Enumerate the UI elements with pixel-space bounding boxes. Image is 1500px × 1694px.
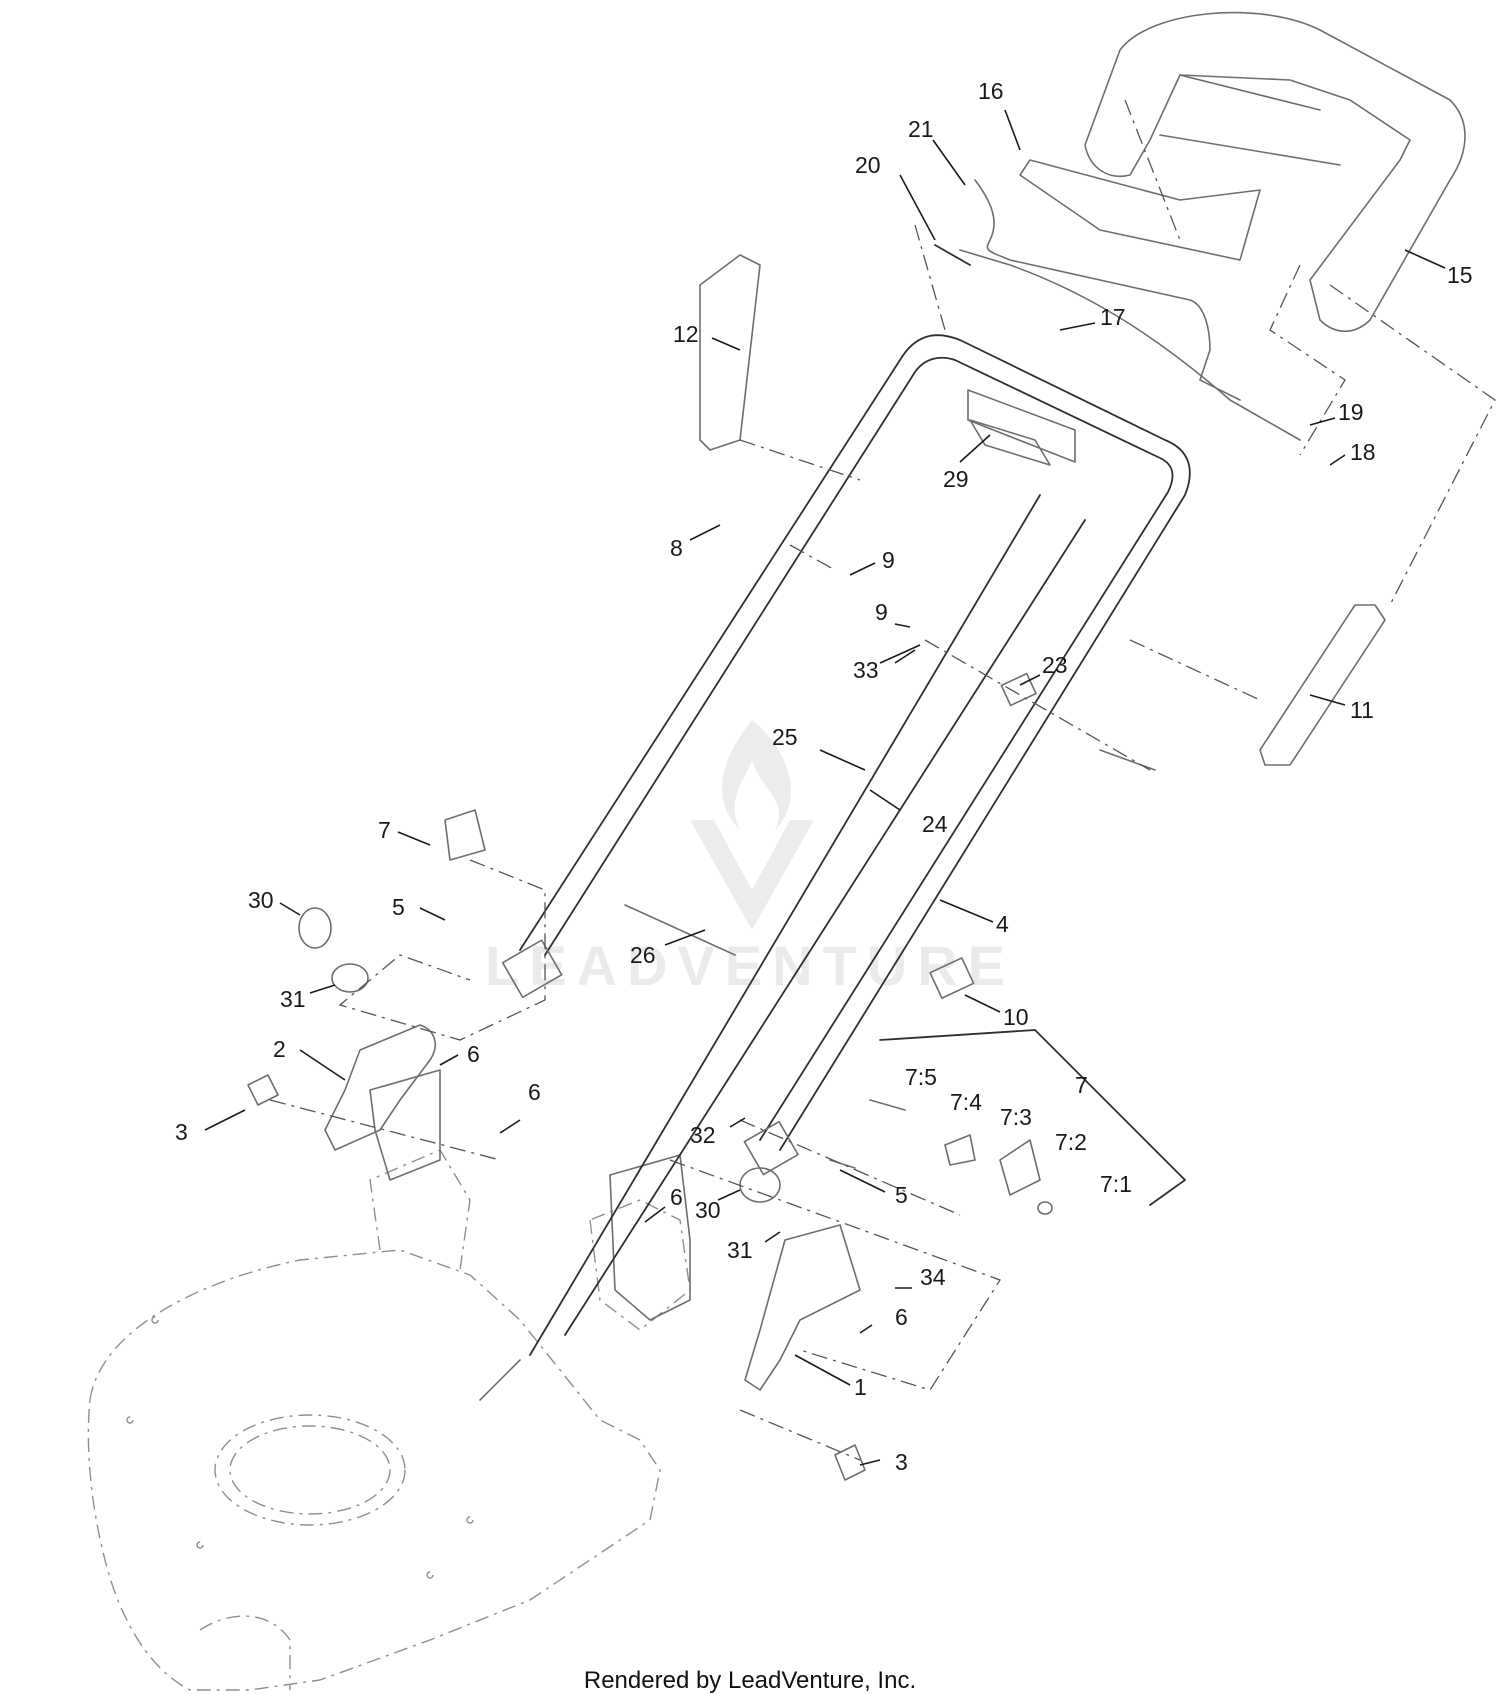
- cable-assembly: [934, 179, 1301, 441]
- watermark-text: LEADVENTURE: [485, 934, 1015, 997]
- callout-3-left: 3: [175, 1119, 188, 1145]
- callout-7-left: 7: [378, 817, 391, 843]
- mower-deck: [87, 1149, 691, 1691]
- callout-15: 15: [1447, 262, 1473, 288]
- control-cables: [479, 494, 1086, 1401]
- callout-8: 8: [670, 535, 683, 561]
- callout-7-right: 7: [1075, 1072, 1088, 1098]
- callout-26: 26: [630, 942, 656, 968]
- callout-17: 17: [1100, 304, 1126, 330]
- callout-9-a: 9: [882, 547, 895, 573]
- callout-7-2: 7:2: [1055, 1129, 1087, 1155]
- left-lever-assembly: [247, 907, 436, 1151]
- callout-30-left: 30: [248, 887, 274, 913]
- callout-5-left: 5: [392, 894, 405, 920]
- callout-33: 33: [853, 657, 879, 683]
- callout-32: 32: [690, 1122, 716, 1148]
- callout-10: 10: [1003, 1004, 1029, 1030]
- part-7-group: [444, 809, 1186, 1215]
- callout-6-a: 6: [467, 1041, 480, 1067]
- watermark-v-icon: [690, 820, 814, 930]
- callout-21: 21: [908, 116, 934, 142]
- callout-labels: 1 2 3 3 4 5 5 6 6 6 6 7 7 7:1 7:2 7:3 7:…: [175, 78, 1473, 1475]
- callout-9-b: 9: [875, 599, 888, 625]
- callout-5-right: 5: [895, 1182, 908, 1208]
- small-parts: [624, 419, 1156, 999]
- right-lever-assembly: [739, 1167, 866, 1481]
- phantom-lines: [269, 99, 1496, 1461]
- callout-12: 12: [673, 321, 699, 347]
- callout-6-d: 6: [895, 1304, 908, 1330]
- footer-credit: Rendered by LeadVenture, Inc.: [584, 1667, 916, 1694]
- watermark: LEADVENTURE: [485, 720, 1015, 997]
- callout-23: 23: [1042, 652, 1068, 678]
- callout-18: 18: [1350, 439, 1376, 465]
- callout-30-right: 30: [695, 1197, 721, 1223]
- callout-34: 34: [920, 1264, 946, 1290]
- callout-16: 16: [978, 78, 1004, 104]
- callout-11: 11: [1350, 697, 1374, 723]
- callout-3-right: 3: [895, 1449, 908, 1475]
- callout-7-5: 7:5: [905, 1064, 937, 1090]
- callout-6-c: 6: [670, 1184, 683, 1210]
- leader-lines: [204, 109, 1446, 1466]
- callout-2: 2: [273, 1036, 286, 1062]
- callout-1: 1: [854, 1374, 867, 1400]
- callout-7-4: 7:4: [950, 1089, 982, 1115]
- deck-brackets: [369, 1069, 691, 1321]
- upper-handle-part-15: [1019, 11, 1466, 333]
- callout-7-3: 7:3: [1000, 1104, 1032, 1130]
- callout-31-left: 31: [280, 986, 306, 1012]
- callout-7-1: 7:1: [1100, 1171, 1132, 1197]
- handle-part-4: [501, 334, 1191, 1176]
- callout-24: 24: [922, 811, 948, 837]
- callout-25: 25: [772, 724, 798, 750]
- callout-19: 19: [1338, 399, 1364, 425]
- callout-6-b: 6: [528, 1079, 541, 1105]
- callout-20: 20: [855, 152, 881, 178]
- callout-4: 4: [996, 911, 1009, 937]
- callout-29: 29: [943, 466, 969, 492]
- watermark-flame-icon: [722, 720, 791, 830]
- callout-31-right: 31: [727, 1237, 753, 1263]
